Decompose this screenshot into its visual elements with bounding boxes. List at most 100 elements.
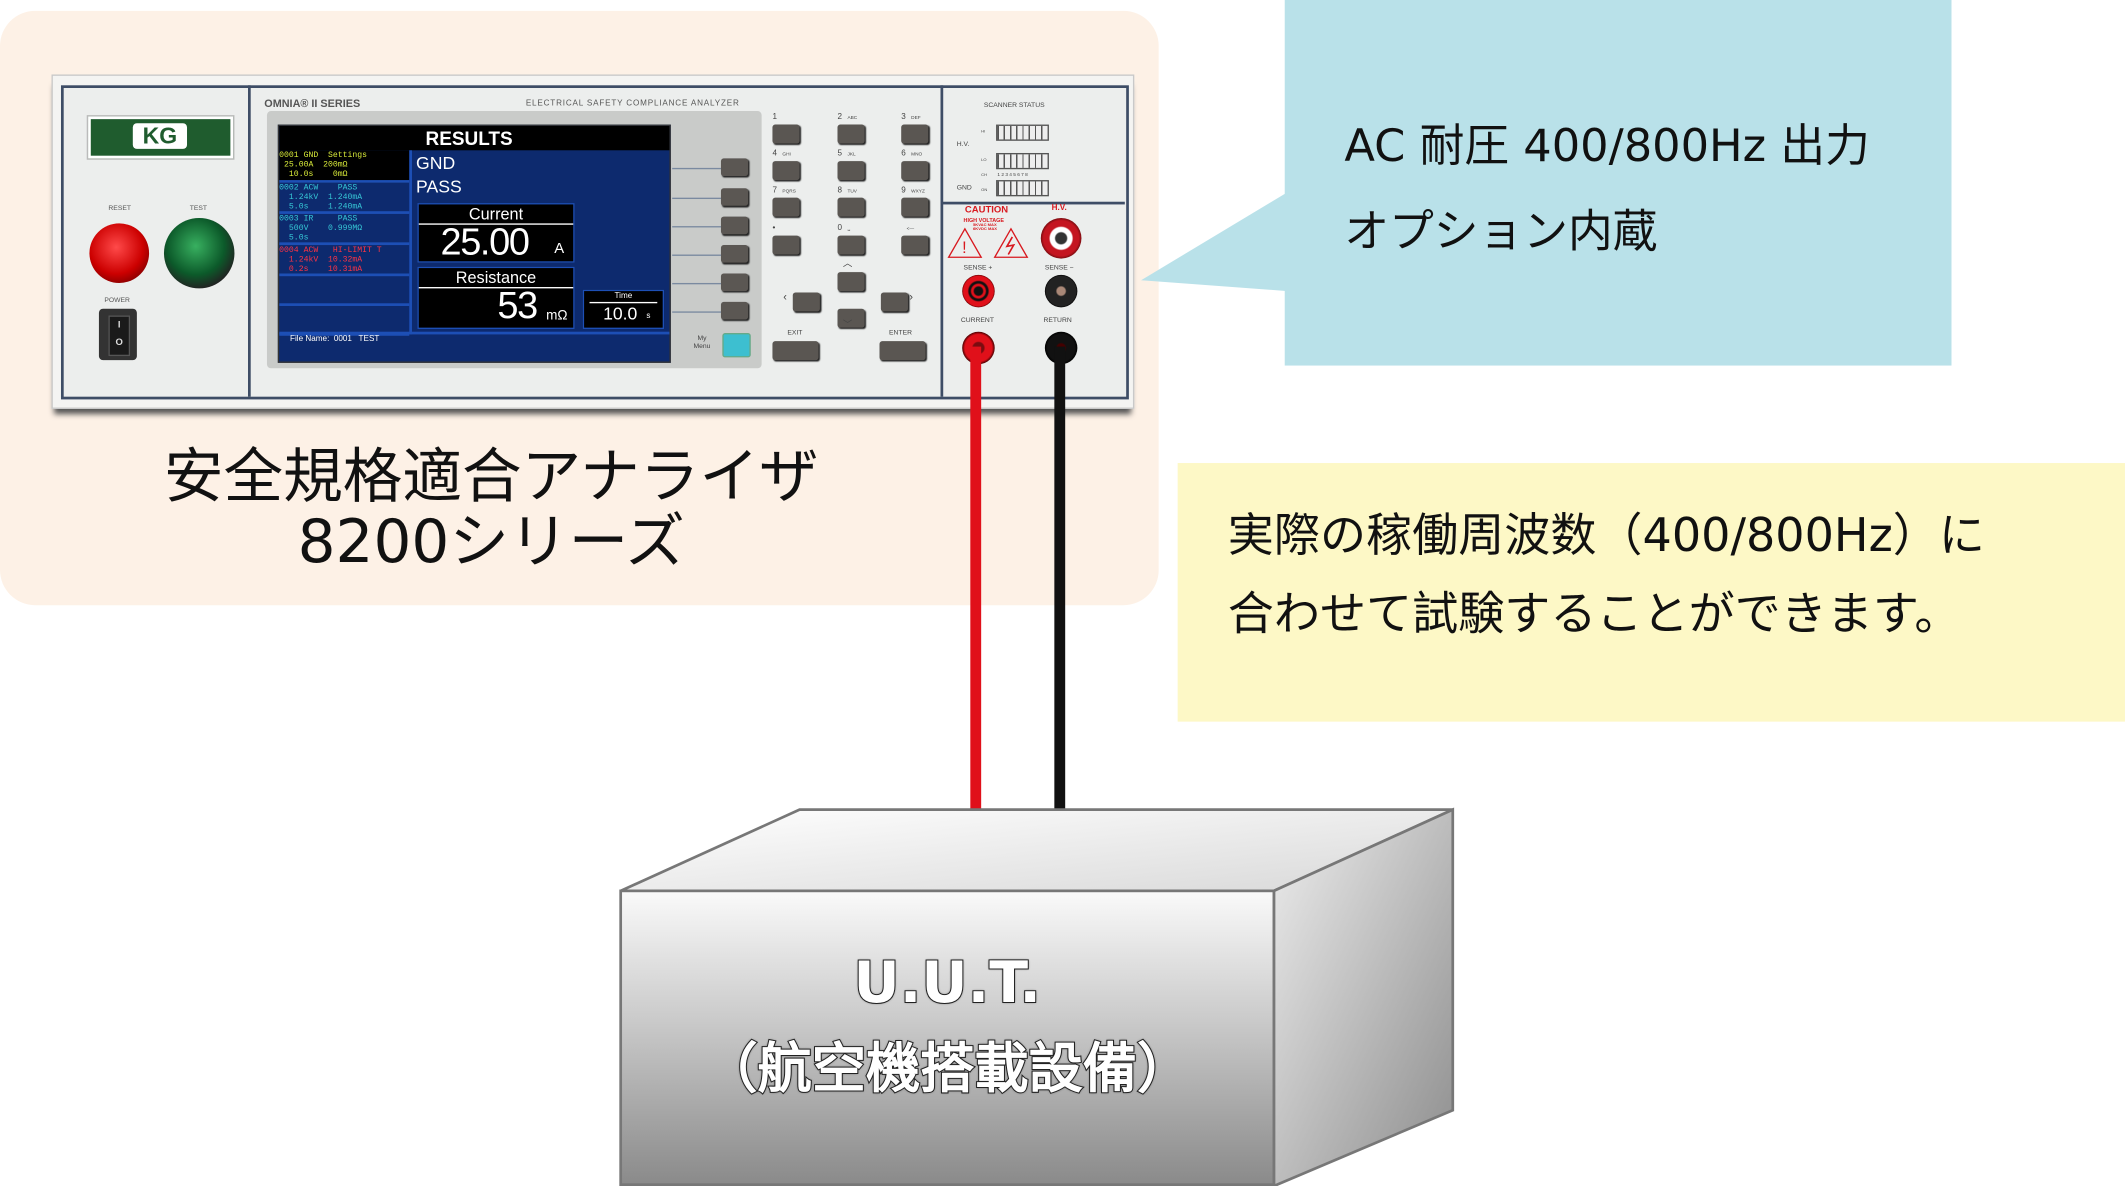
time-value: 10.0 [603,303,638,324]
resistance-unit: mΩ [546,308,568,324]
key-number: 6 [901,150,906,159]
right-key[interactable] [880,292,908,312]
keypad-key[interactable] [772,197,800,217]
device-title: 安全規格適合アナライザ [163,442,819,512]
hv-label: H.V. [956,140,970,149]
time-label: Time [589,292,658,304]
svg-text:!: ! [962,239,967,257]
resistance-label: Resistance [418,269,574,289]
hv-jack-label: H.V. [1051,204,1067,213]
key-letters: WXYZ [911,188,925,194]
test-label: TEST [189,204,208,213]
up-key[interactable] [837,272,865,292]
current-box: Current 25.00 A [417,203,575,263]
screen-title-bar: RESULTS [279,125,670,151]
return-label: RETURN [1043,316,1072,325]
power-label: POWER [104,296,130,305]
keypad-key[interactable] [837,124,865,144]
callout-line: オプション内蔵 [1344,204,1658,258]
right-arrow-icon: › [909,291,913,304]
device-series: 8200シリーズ [297,507,685,577]
series-label: OMNIA® II SERIES [264,97,361,110]
vdc-max-label: 6KVDC MAX [973,226,997,232]
time-box: Time 10.0 s [582,289,665,329]
hv-jack[interactable] [1040,217,1082,259]
ch-label: CH [981,171,988,178]
key-number: • [772,224,776,233]
softkey-5[interactable] [720,273,749,292]
sense-plus-label: SENSE + [963,264,993,273]
key-letters: <— [906,226,915,232]
softkey-4[interactable] [720,245,749,263]
keypad-key[interactable] [901,124,929,144]
uut-description: （航空機搭載設備） [702,1037,1192,1101]
callout-line: 実際の稼働周波数（400/800Hz）に [1227,509,1985,564]
key-number: 4 [772,150,777,159]
reset-button[interactable] [89,223,150,283]
vac-max-label: 5KVAC MAX [973,222,997,228]
hv-lo-indicators [996,152,1049,170]
key-letters: ABC [847,115,858,121]
resistance-value: 53 [497,284,538,327]
key-letters: MNO [911,151,923,158]
test-type: GND [416,152,456,174]
caution-label: CAUTION [964,205,1009,216]
keypad-key[interactable] [837,161,865,181]
step-row: 0004 ACW HI-LIMIT T 1.24kV 10.32mA 0.2s … [279,245,410,277]
exit-label: EXIT [787,328,803,338]
test-button[interactable] [163,217,235,289]
softkey-line [672,226,721,228]
key-letters: PQRS [782,188,796,194]
softkey-2[interactable] [720,188,749,206]
kg-logo: KG [88,116,234,159]
hi-label: HI [981,128,986,135]
sense-minus-jack[interactable] [1044,274,1078,308]
gnd-label: GND [956,184,972,193]
resistance-box: Resistance 53 mΩ [417,266,575,329]
channel-numbers: 1 2 3 4 5 6 7 8 [997,171,1028,178]
keypad-key[interactable] [772,124,800,144]
my-menu-button[interactable] [722,333,751,358]
keypad-key[interactable] [772,235,800,255]
step-row: 0002 ACW PASS 1.24kV 1.240mA 5.0s 1.240m… [279,183,410,214]
softkey-line [672,282,721,285]
exit-button[interactable] [772,341,819,361]
keypad-key[interactable] [837,197,865,217]
key-label: 4 GHI [772,150,790,158]
warning-icons: ! [947,227,1029,258]
keypad-key[interactable] [901,197,929,217]
softkey-6[interactable] [720,301,749,320]
keypad-key[interactable] [901,235,929,255]
sense-plus-jack[interactable] [962,274,995,308]
left-arrow-icon: ‹ [783,291,787,304]
divider [941,201,1125,205]
lo-label: LO [981,157,987,163]
softkey-line [672,167,721,170]
key-letters: GHI [782,151,791,158]
key-label: 6 MNO [901,150,922,158]
keypad-key[interactable] [837,235,865,255]
softkey-3[interactable] [720,216,749,235]
key-label: 1 [772,114,782,122]
enter-button[interactable] [879,341,926,361]
current-value: 25.00 [440,220,530,263]
time-unit: s [646,312,651,321]
lcd-screen: RESULTS 0001 GND Settings 25.00A 200mΩ 1… [277,124,671,363]
black-return-lead [1054,346,1066,814]
softkey-1[interactable] [720,158,749,177]
left-key[interactable] [792,292,820,312]
key-letters: TUV [847,188,857,194]
softkey-line [672,254,721,256]
test-result: PASS [416,176,462,197]
down-key[interactable] [837,308,865,328]
file-name: File Name: 0001 TEST [290,335,380,344]
keypad-key[interactable] [901,161,929,181]
key-number: 7 [772,186,777,195]
current-label: CURRENT [960,316,994,325]
keypad-key[interactable] [772,161,800,181]
